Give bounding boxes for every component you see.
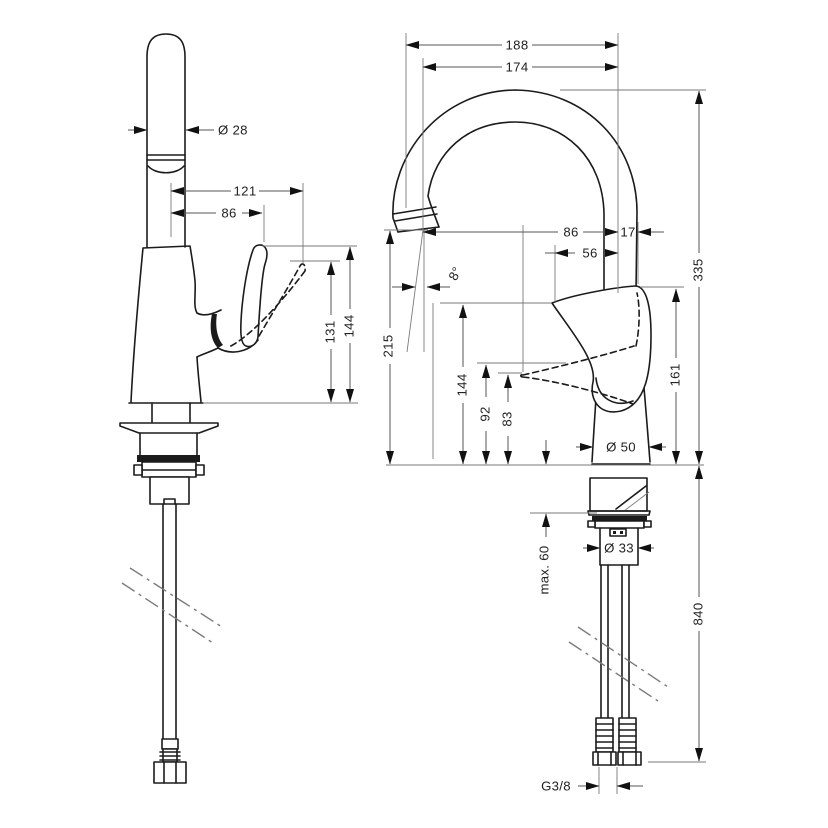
dim-131: 131 xyxy=(322,261,337,403)
supply-hoses xyxy=(600,564,630,719)
hex-connector-1 xyxy=(592,751,617,766)
front-extension-lines xyxy=(170,183,358,404)
dim-86-right: 86 xyxy=(422,224,619,239)
dim-56: 56 xyxy=(545,245,619,260)
dim-label-angle: 8° xyxy=(445,264,464,283)
hose-braid-hatch xyxy=(159,751,181,761)
dim-92: 92 xyxy=(477,364,492,465)
dim-label-121: 121 xyxy=(234,183,257,198)
dim-label-215: 215 xyxy=(380,335,395,358)
dim-angle-8: 8° xyxy=(392,264,465,291)
hose-hex-facets xyxy=(163,761,177,784)
retainer-clip xyxy=(609,528,627,537)
hex-connector-2 xyxy=(617,751,642,766)
spout-outline xyxy=(146,33,186,248)
hose-collar xyxy=(161,738,179,750)
dim-335: 335 xyxy=(690,90,705,465)
nut-tab-left-side xyxy=(587,520,596,528)
dim-144-left: 144 xyxy=(341,246,356,403)
gasket-side xyxy=(592,516,647,521)
escutcheon-lip xyxy=(587,510,651,516)
nut-tab-left xyxy=(133,464,143,476)
clip-dot-1 xyxy=(613,531,616,534)
side-view-drawing: 188 174 86 17 56 8° xyxy=(380,33,706,794)
supply-hose xyxy=(162,503,177,740)
dim-diameter-50: Ø 50 xyxy=(576,439,666,454)
dim-label-174: 174 xyxy=(506,59,529,74)
dim-215: 215 xyxy=(380,230,395,465)
dim-diameter-33: Ø 33 xyxy=(583,540,654,555)
dim-spout-diameter: Ø 28 xyxy=(128,122,248,137)
dim-83: 83 xyxy=(499,374,514,465)
dim-label-144-right: 144 xyxy=(454,374,469,397)
dim-label-86-right: 86 xyxy=(563,224,578,239)
mount-block xyxy=(139,432,198,456)
hose-braid-2 xyxy=(618,717,637,753)
dim-161: 161 xyxy=(667,288,682,465)
hex-facets-side xyxy=(597,751,637,766)
dim-86-left: 86 xyxy=(170,205,263,220)
dim-label-17: 17 xyxy=(620,224,635,239)
dim-label-161: 161 xyxy=(667,364,682,387)
dim-121: 121 xyxy=(170,183,304,198)
dim-188: 188 xyxy=(405,37,619,52)
dim-label-83: 83 xyxy=(499,411,514,426)
handle-solid-side xyxy=(551,285,652,413)
dim-label-33: Ø 33 xyxy=(604,540,634,555)
dim-label-28: Ø 28 xyxy=(218,122,248,137)
dim-label-335: 335 xyxy=(690,259,705,282)
escutcheon-flange xyxy=(119,422,219,434)
nut-tab-right-side xyxy=(643,520,652,528)
dim-17: 17 xyxy=(620,224,664,239)
dim-thread-g38: G3/8 xyxy=(541,778,643,793)
neck-below-deck xyxy=(151,402,191,424)
break-line-right xyxy=(568,626,669,702)
valve-box xyxy=(149,476,190,505)
spout-axis-tilted xyxy=(406,229,424,353)
escutcheon-slash2 xyxy=(623,491,650,512)
mount-nut-side xyxy=(594,520,645,529)
dim-label-92: 92 xyxy=(477,406,492,421)
handle-lever-solid xyxy=(240,244,268,348)
braid-hatch xyxy=(595,723,637,749)
aerator-band xyxy=(146,154,186,174)
dim-174: 174 xyxy=(422,59,619,74)
handle-belly-seam xyxy=(595,377,634,404)
hose-braid-1 xyxy=(595,717,614,753)
dim-144-right: 144 xyxy=(454,304,469,465)
gasket xyxy=(137,455,200,462)
break-line-left xyxy=(121,567,223,644)
dim-max60: max. 60 xyxy=(536,440,551,595)
escutcheon-slash xyxy=(615,485,647,510)
dim-label-86-left: 86 xyxy=(221,205,236,220)
handle-lever-dashed xyxy=(228,263,306,348)
gooseneck-inner xyxy=(427,121,605,294)
hose-hex-nut xyxy=(153,761,187,784)
dim-label-56: 56 xyxy=(582,245,597,260)
handle-dashed-side xyxy=(519,292,640,405)
front-view-drawing: Ø 28 121 86 131 144 xyxy=(119,33,358,784)
clip-dot-2 xyxy=(620,531,623,534)
gooseneck-outer xyxy=(392,89,638,294)
dim-label-840: 840 xyxy=(690,603,705,626)
handle-grip-edge xyxy=(210,314,223,348)
dim-label-g38: G3/8 xyxy=(541,778,571,793)
dim-label-50: Ø 50 xyxy=(606,439,636,454)
nut-tab-right xyxy=(195,464,205,476)
spout-tip xyxy=(392,206,440,233)
escutcheon-box xyxy=(589,477,648,512)
dim-label-131: 131 xyxy=(322,321,337,344)
dim-label-188: 188 xyxy=(506,37,529,52)
dim-840: 840 xyxy=(690,465,705,762)
valve-box-notch xyxy=(163,498,176,505)
dim-label-max60: max. 60 xyxy=(536,545,551,594)
faucet-body-outline xyxy=(130,245,202,403)
dim-label-144-left: 144 xyxy=(341,315,356,338)
